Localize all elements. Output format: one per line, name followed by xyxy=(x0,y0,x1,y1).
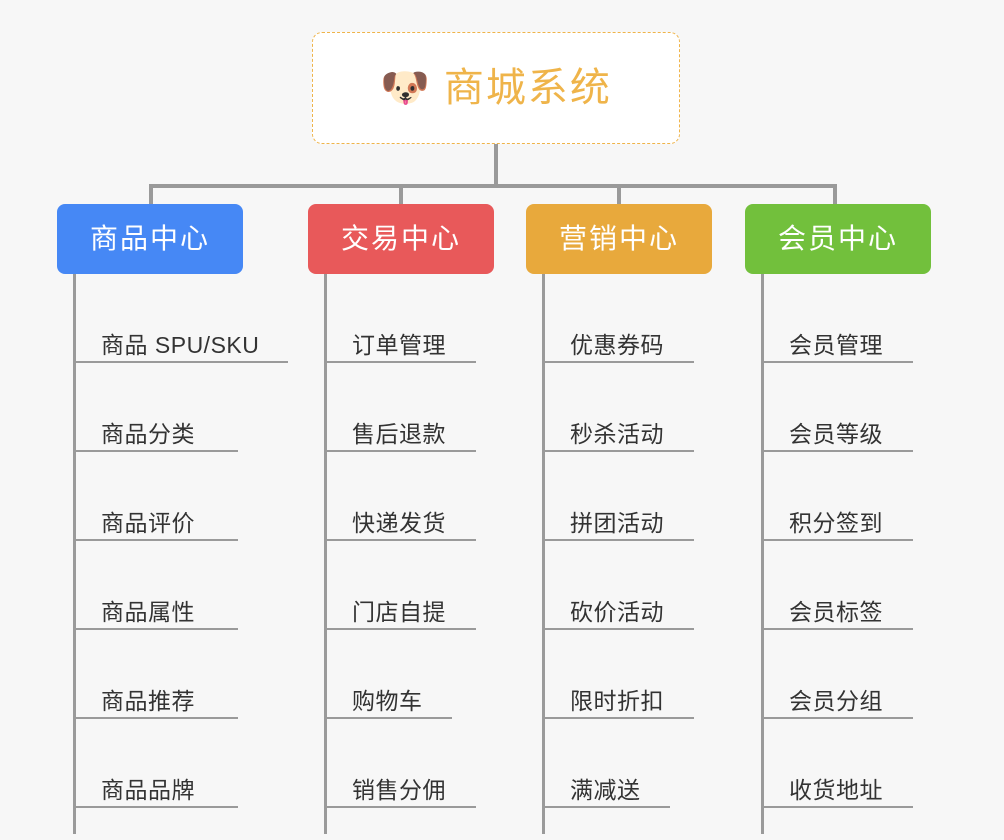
connector-drop-4 xyxy=(833,184,837,206)
leaf-label: 商品属性 xyxy=(101,598,195,625)
branch-column-trade: 交易中心 订单管理 售后退款 快递发货 门店自提 购物车 销售分佣 xyxy=(308,204,494,834)
branch-column-marketing: 营销中心 优惠券码 秒杀活动 拼团活动 砍价活动 限时折扣 满减送 xyxy=(526,204,712,834)
leaf-item[interactable]: 商品 SPU/SKU xyxy=(73,274,288,363)
category-title: 营销中心 xyxy=(558,223,679,254)
category-header-marketing[interactable]: 营销中心 xyxy=(526,204,712,274)
leaf-item[interactable]: 拼团活动 xyxy=(542,452,694,541)
leaf-list-product: 商品 SPU/SKU 商品分类 商品评价 商品属性 商品推荐 商品品牌 xyxy=(73,274,288,834)
branch-column-product: 商品中心 商品 SPU/SKU 商品分类 商品评价 商品属性 商品推荐 商品品牌 xyxy=(57,204,288,834)
leaf-item[interactable]: 商品属性 xyxy=(73,541,238,630)
leaf-label: 商品 SPU/SKU xyxy=(101,331,260,358)
leaf-item[interactable]: 会员分组 xyxy=(761,630,913,719)
leaf-label: 满减送 xyxy=(570,776,641,803)
leaf-label: 商品品牌 xyxy=(101,776,195,803)
leaf-item[interactable]: 会员标签 xyxy=(761,541,913,630)
leaf-item[interactable]: 订单管理 xyxy=(324,274,476,363)
leaf-label: 购物车 xyxy=(352,687,423,714)
connector-root-stem xyxy=(494,144,498,186)
leaf-label: 拼团活动 xyxy=(570,509,664,536)
leaf-list-member: 会员管理 会员等级 积分签到 会员标签 会员分组 收货地址 xyxy=(761,274,931,834)
leaf-item[interactable]: 满减送 xyxy=(542,719,670,808)
root-node[interactable]: 🐶 商城系统 xyxy=(312,32,680,144)
leaf-item[interactable]: 商品品牌 xyxy=(73,719,238,808)
leaf-label: 订单管理 xyxy=(352,331,446,358)
leaf-item[interactable]: 收货地址 xyxy=(761,719,913,808)
column-spine xyxy=(324,274,327,834)
leaf-item[interactable]: 商品评价 xyxy=(73,452,238,541)
leaf-label: 优惠券码 xyxy=(570,331,664,358)
leaf-label: 商品分类 xyxy=(101,420,195,447)
category-header-member[interactable]: 会员中心 xyxy=(745,204,931,274)
leaf-item[interactable]: 销售分佣 xyxy=(324,719,476,808)
branch-column-member: 会员中心 会员管理 会员等级 积分签到 会员标签 会员分组 收货地址 xyxy=(745,204,931,834)
leaf-list-trade: 订单管理 售后退款 快递发货 门店自提 购物车 销售分佣 xyxy=(324,274,494,834)
connector-drop-1 xyxy=(149,184,153,206)
leaf-label: 砍价活动 xyxy=(570,598,664,625)
category-title: 会员中心 xyxy=(777,223,898,254)
leaf-label: 销售分佣 xyxy=(352,776,446,803)
column-spine xyxy=(542,274,545,834)
leaf-label: 会员标签 xyxy=(789,598,883,625)
leaf-item[interactable]: 门店自提 xyxy=(324,541,476,630)
category-header-product[interactable]: 商品中心 xyxy=(57,204,243,274)
leaf-label: 会员分组 xyxy=(789,687,883,714)
leaf-item[interactable]: 优惠券码 xyxy=(542,274,694,363)
leaf-label: 商品推荐 xyxy=(101,687,195,714)
leaf-label: 收货地址 xyxy=(789,776,883,803)
leaf-item[interactable]: 限时折扣 xyxy=(542,630,694,719)
connector-drop-2 xyxy=(399,184,403,206)
leaf-label: 积分签到 xyxy=(789,509,883,536)
leaf-item[interactable]: 秒杀活动 xyxy=(542,363,694,452)
leaf-item[interactable]: 购物车 xyxy=(324,630,452,719)
leaf-item[interactable]: 商品分类 xyxy=(73,363,238,452)
leaf-item[interactable]: 积分签到 xyxy=(761,452,913,541)
leaf-label: 会员管理 xyxy=(789,331,883,358)
leaf-label: 限时折扣 xyxy=(570,687,664,714)
connector-drop-3 xyxy=(617,184,621,206)
leaf-item[interactable]: 商品推荐 xyxy=(73,630,238,719)
leaf-label: 门店自提 xyxy=(352,598,446,625)
dog-face-icon: 🐶 xyxy=(380,66,430,110)
category-title: 商品中心 xyxy=(89,223,210,254)
leaf-item[interactable]: 会员管理 xyxy=(761,274,913,363)
leaf-label: 会员等级 xyxy=(789,420,883,447)
leaf-label: 快递发货 xyxy=(352,509,446,536)
connector-horizontal-bus xyxy=(149,184,837,188)
leaf-list-marketing: 优惠券码 秒杀活动 拼团活动 砍价活动 限时折扣 满减送 xyxy=(542,274,712,834)
leaf-label: 售后退款 xyxy=(352,420,446,447)
leaf-item[interactable]: 售后退款 xyxy=(324,363,476,452)
column-spine xyxy=(73,274,76,834)
leaf-label: 商品评价 xyxy=(101,509,195,536)
category-title: 交易中心 xyxy=(340,223,461,254)
category-header-trade[interactable]: 交易中心 xyxy=(308,204,494,274)
root-title: 商城系统 xyxy=(443,66,612,110)
column-spine xyxy=(761,274,764,834)
leaf-label: 秒杀活动 xyxy=(570,420,664,447)
leaf-item[interactable]: 会员等级 xyxy=(761,363,913,452)
leaf-item[interactable]: 快递发货 xyxy=(324,452,476,541)
leaf-item[interactable]: 砍价活动 xyxy=(542,541,694,630)
